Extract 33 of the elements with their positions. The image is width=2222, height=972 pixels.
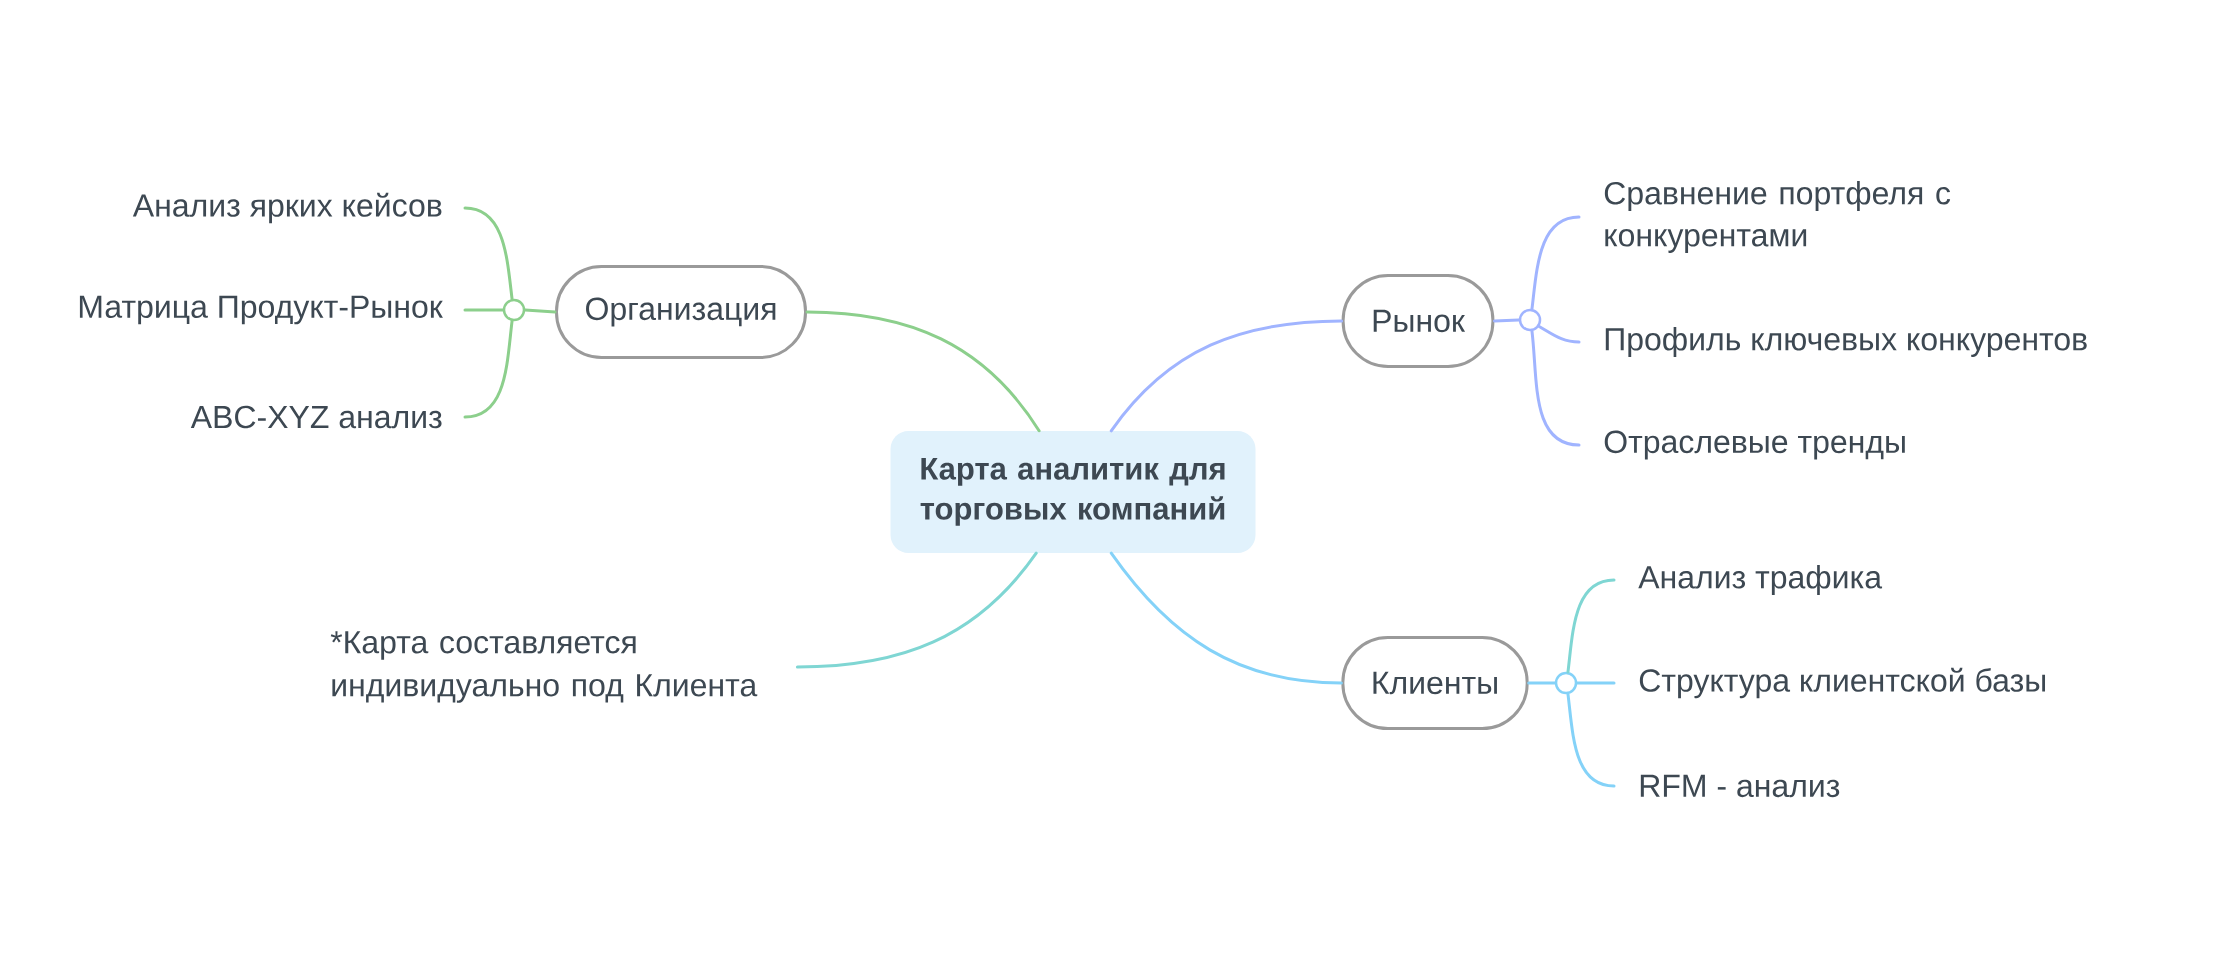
branch-pill: Рынок [1341, 274, 1495, 368]
central-topic-box: Карта аналитик для торговых компаний [890, 431, 1256, 553]
leaf-text: Профиль ключевых конкурентов [1605, 327, 2087, 357]
junction-circle [1518, 308, 1542, 332]
connector-line [795, 551, 1038, 669]
connector-line [1530, 215, 1581, 311]
connector-line [1575, 681, 1616, 685]
leaf-text: Структура клиентской базы [1639, 667, 2045, 699]
leaf-text: Отраслевые тренды [1604, 430, 1905, 460]
leaf-text: RFM - анализ [1640, 774, 1840, 798]
note-text: *Карта составляется индивидуально под Клиента [330, 631, 758, 703]
connector-line [463, 308, 505, 312]
connector-line [463, 206, 514, 301]
connector-line [1537, 324, 1581, 344]
connector-line [523, 308, 557, 314]
connector-line [1566, 692, 1616, 788]
connector-line [1492, 318, 1521, 323]
connector-line [805, 310, 1041, 433]
branch-pill: Организация [555, 265, 807, 359]
connector-line [1109, 551, 1343, 685]
connector-line [1530, 329, 1581, 447]
connector-line [1566, 578, 1616, 674]
connector-line [463, 319, 514, 419]
leaf-text: Анализ ярких кейсов [132, 192, 442, 224]
leaf-text: Анализ трафика [1638, 565, 1883, 595]
leaf-text: Сравнение портфеля с конкурентами [1604, 181, 1951, 253]
leaf-text: ABC-XYZ анализ [190, 405, 442, 429]
connector-line [1109, 319, 1344, 433]
branch-pill: Клиенты [1341, 636, 1529, 730]
leaf-text: Матрица Продукт-Рынок [79, 295, 443, 325]
junction-circle [1554, 671, 1578, 695]
junction-circle [502, 298, 526, 322]
connector-line [1527, 681, 1557, 685]
